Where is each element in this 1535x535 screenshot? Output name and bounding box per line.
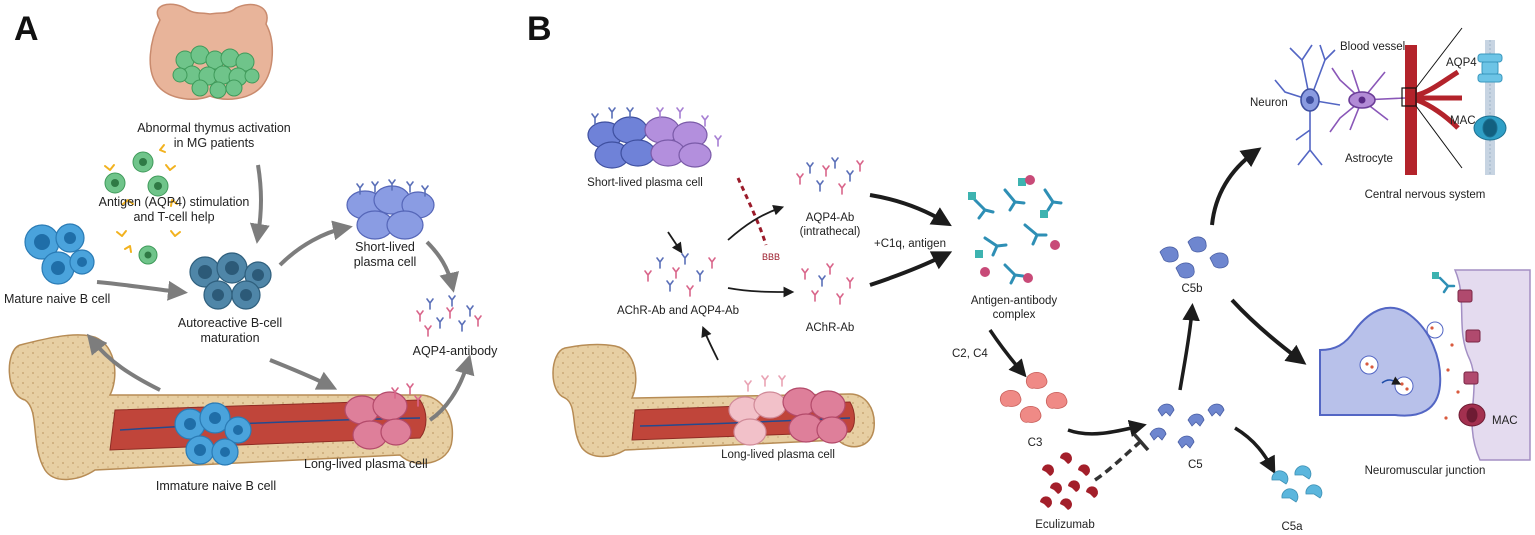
astrocyte-cell: [1329, 67, 1406, 133]
c5-label: C5: [1188, 459, 1203, 471]
antigen-antibody-complex: [968, 175, 1063, 285]
eculizumab-label: Eculizumab: [1035, 519, 1094, 531]
arrows-panel-a: [86, 164, 475, 422]
mature-naive-b-cells: [24, 223, 95, 285]
c5a-fragments: [1271, 465, 1323, 503]
neuromuscular-junction: [1319, 269, 1531, 461]
aqp4ab-label-line2: (intrathecal): [800, 226, 861, 238]
long-lived-plasma-cells-a: [344, 391, 412, 450]
achr-ab-cluster: [801, 263, 854, 305]
t-cell-antigen-cluster: [104, 144, 181, 265]
c3-label: C3: [1028, 437, 1043, 449]
aqp4-label: AQP4: [1446, 57, 1477, 69]
antigen-label-line1: Antigen (AQP4) stimulation: [99, 195, 250, 209]
aqp4-ab-intrathecal-cluster: [796, 157, 864, 195]
eculizumab-molecules: [1040, 452, 1098, 510]
aqp4-antibodies-a: [416, 295, 482, 337]
blood-vessel-label: Blood vessel: [1340, 41, 1405, 53]
short-lived-plasma-cells-a: [346, 185, 435, 240]
blood-vessel: [1401, 27, 1463, 175]
long-lived-label-b: Long-lived plasma cell: [721, 449, 835, 461]
complex-label-line2: complex: [993, 309, 1036, 321]
cns-label: Central nervous system: [1365, 189, 1486, 201]
thymus-illustration: [149, 3, 274, 100]
c5b-fragments: [1159, 236, 1229, 279]
bbb-barrier-line: [736, 177, 768, 246]
nmj-label: Neuromuscular junction: [1365, 465, 1486, 477]
bbb-label: BBB: [762, 252, 780, 262]
astrocyte-label: Astrocyte: [1345, 153, 1393, 165]
complex-label-line1: Antigen-antibody: [971, 295, 1058, 307]
membrane-detail: [1473, 40, 1507, 175]
achr-aqp4-ab-cluster: [644, 253, 716, 297]
short-lived-label-line2: plasma cell: [354, 255, 417, 269]
mature-naive-label: Mature naive B cell: [4, 292, 110, 306]
achr-label: AChR-Ab: [806, 322, 855, 334]
achr-aqp4-label: AChR-Ab and AQP4-Ab: [617, 305, 739, 317]
short-lived-label-b: Short-lived plasma cell: [587, 177, 703, 189]
mac-label-cns: MAC: [1450, 115, 1476, 127]
c3-fragments: [1000, 372, 1068, 423]
autoreactive-label-line1: Autoreactive B-cell: [178, 316, 282, 330]
aqp4-antibody-label: AQP4-antibody: [413, 344, 499, 358]
c5b-label: C5b: [1181, 283, 1202, 295]
antigen-label-line2: and T-cell help: [133, 210, 214, 224]
c1q-label: +C1q, antigen: [874, 238, 946, 250]
aqp4ab-label-line1: AQP4-Ab: [806, 212, 855, 224]
arrows-panel-b: [667, 147, 1307, 475]
short-lived-label-line1: Short-lived: [355, 240, 415, 254]
immature-naive-label: Immature naive B cell: [156, 479, 276, 493]
panel-letter-b: B: [527, 10, 552, 48]
panel-letter-a: A: [14, 10, 39, 48]
eculizumab-inhibition: [1094, 432, 1150, 482]
neuron-cell: [1274, 44, 1341, 166]
thymus-label-line2: in MG patients: [174, 136, 255, 150]
short-lived-plasma-cells-b: [587, 107, 722, 169]
c2c4-label: C2, C4: [952, 348, 988, 360]
c5a-label: C5a: [1281, 521, 1303, 533]
neuron-label: Neuron: [1250, 97, 1288, 109]
immature-naive-b-cells: [174, 402, 252, 466]
long-lived-label-a: Long-lived plasma cell: [304, 457, 428, 471]
autoreactive-b-cells: [189, 252, 272, 310]
c5-fragments: [1149, 403, 1225, 449]
autoreactive-label-line2: maturation: [200, 331, 259, 345]
mac-label-nmj: MAC: [1492, 415, 1518, 427]
thymus-label-line1: Abnormal thymus activation: [137, 121, 291, 135]
long-lived-plasma-cells-b: [728, 375, 848, 446]
